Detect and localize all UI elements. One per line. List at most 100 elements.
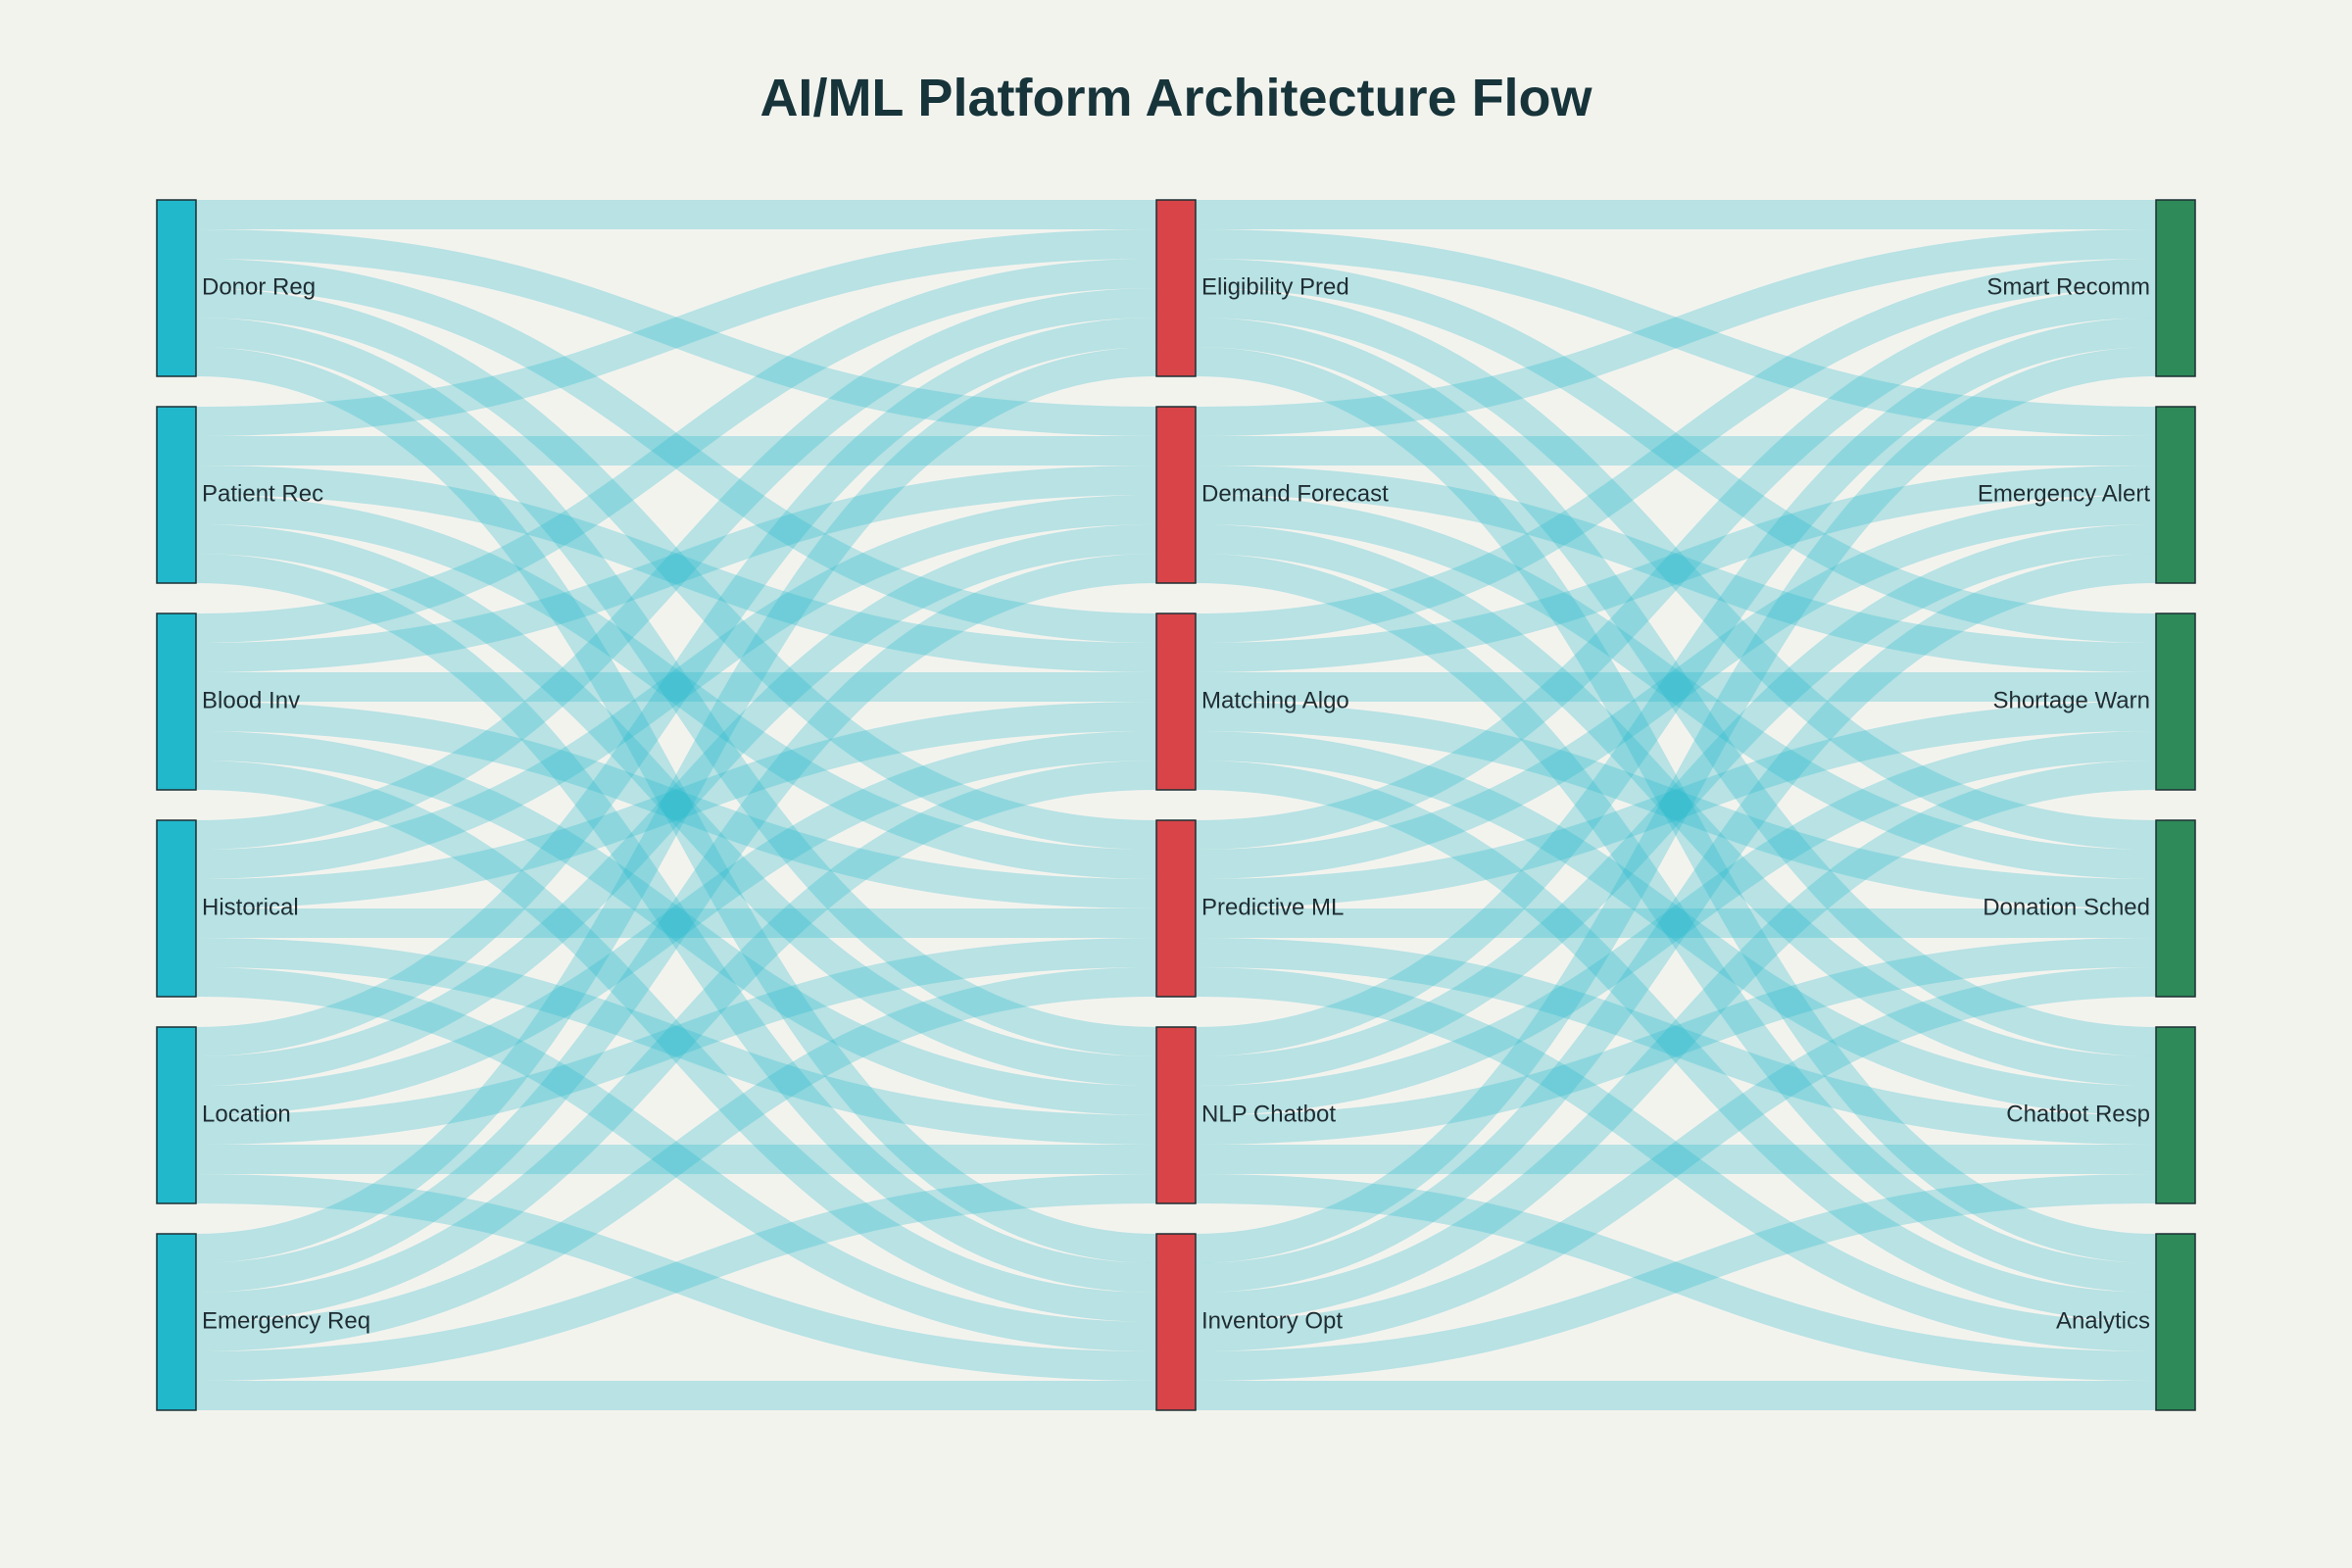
node-label-analytics: Analytics [2056, 1307, 2150, 1334]
link-donor-reg-to-matching-algo [195, 259, 1157, 643]
node-eligibility-pred [1155, 199, 1197, 377]
link-matching-algo-to-smart-recomm [1195, 259, 2157, 643]
link-historical-to-matching-algo [195, 702, 1157, 908]
node-emergency-alert [2155, 406, 2196, 584]
node-predictive-ml [1155, 819, 1197, 998]
node-blood-inv [156, 612, 197, 791]
link-blood-inv-to-inventory-opt [195, 760, 1157, 1322]
link-matching-algo-to-analytics [1195, 760, 2157, 1322]
link-inventory-opt-to-shortage-warn [1195, 760, 2157, 1322]
node-chatbot-resp [2155, 1026, 2196, 1204]
link-historical-to-demand-forecast [195, 495, 1157, 879]
link-matching-algo-to-donation-sched [1195, 702, 2157, 908]
link-nlp-chatbot-to-shortage-warn [1195, 731, 2157, 1115]
node-label-location: Location [202, 1101, 291, 1127]
node-inventory-opt [1155, 1233, 1197, 1411]
node-patient-rec [156, 406, 197, 584]
node-label-emergency-req: Emergency Req [202, 1307, 370, 1334]
nodes-layer [156, 199, 2196, 1411]
link-predictive-ml-to-chatbot-resp [1195, 938, 2157, 1145]
node-label-shortage-warn: Shortage Warn [1992, 687, 2150, 713]
node-location [156, 1026, 197, 1204]
node-label-matching-algo: Matching Algo [1201, 687, 1349, 713]
node-label-historical: Historical [202, 894, 299, 920]
link-donor-reg-to-nlp-chatbot [195, 318, 1157, 1056]
link-patient-rec-to-nlp-chatbot [195, 524, 1157, 1086]
links-layer [195, 199, 2157, 1410]
node-analytics [2155, 1233, 2196, 1411]
link-matching-algo-to-emergency-alert [1195, 466, 2157, 672]
link-blood-inv-to-nlp-chatbot [195, 731, 1157, 1115]
link-patient-rec-to-inventory-opt [195, 554, 1157, 1293]
link-inventory-opt-to-smart-recomm [1195, 347, 2157, 1263]
link-nlp-chatbot-to-donation-sched [1195, 938, 2157, 1145]
link-emergency-req-to-predictive-ml [195, 967, 1157, 1351]
link-eligibility-pred-to-chatbot-resp [1195, 318, 2157, 1056]
link-location-to-predictive-ml [195, 938, 1157, 1145]
link-emergency-req-to-nlp-chatbot [195, 1174, 1157, 1381]
link-patient-rec-to-predictive-ml [195, 495, 1157, 879]
link-eligibility-pred-to-donation-sched [1195, 288, 2157, 850]
link-blood-inv-to-predictive-ml [195, 702, 1157, 908]
link-blood-inv-to-demand-forecast [195, 466, 1157, 672]
node-historical [156, 819, 197, 998]
node-nlp-chatbot [1155, 1026, 1197, 1204]
link-eligibility-pred-to-emergency-alert [1195, 229, 2157, 436]
node-label-chatbot-resp: Chatbot Resp [2006, 1101, 2150, 1127]
link-nlp-chatbot-to-analytics [1195, 1174, 2157, 1381]
link-historical-to-eligibility-pred [195, 288, 1157, 850]
node-demand-forecast [1155, 406, 1197, 584]
link-matching-algo-to-chatbot-resp [1195, 731, 2157, 1115]
link-blood-inv-to-eligibility-pred [195, 259, 1157, 643]
link-inventory-opt-to-emergency-alert [1195, 554, 2157, 1293]
node-label-eligibility-pred: Eligibility Pred [1201, 273, 1349, 300]
node-label-patient-rec: Patient Rec [202, 480, 323, 507]
link-eligibility-pred-to-analytics [1195, 347, 2157, 1263]
node-label-inventory-opt: Inventory Opt [1201, 1307, 1343, 1334]
link-predictive-ml-to-analytics [1195, 967, 2157, 1351]
node-label-donation-sched: Donation Sched [1983, 894, 2150, 920]
link-location-to-matching-algo [195, 731, 1157, 1115]
link-patient-rec-to-eligibility-pred [195, 229, 1157, 436]
link-inventory-opt-to-chatbot-resp [1195, 1174, 2157, 1381]
link-predictive-ml-to-emergency-alert [1195, 495, 2157, 879]
link-patient-rec-to-matching-algo [195, 466, 1157, 672]
node-label-donor-reg: Donor Reg [202, 273, 316, 300]
link-location-to-inventory-opt [195, 1174, 1157, 1381]
node-matching-algo [1155, 612, 1197, 791]
link-location-to-demand-forecast [195, 524, 1157, 1086]
link-nlp-chatbot-to-smart-recomm [1195, 318, 2157, 1056]
link-demand-forecast-to-chatbot-resp [1195, 524, 2157, 1086]
node-donor-reg [156, 199, 197, 377]
diagram-title: AI/ML Platform Architecture Flow [760, 69, 1592, 127]
link-inventory-opt-to-donation-sched [1195, 967, 2157, 1351]
link-eligibility-pred-to-shortage-warn [1195, 259, 2157, 643]
link-emergency-req-to-eligibility-pred [195, 347, 1157, 1263]
link-predictive-ml-to-smart-recomm [1195, 288, 2157, 850]
node-label-predictive-ml: Predictive ML [1201, 894, 1344, 920]
link-historical-to-inventory-opt [195, 967, 1157, 1351]
link-emergency-req-to-demand-forecast [195, 554, 1157, 1293]
link-donor-reg-to-inventory-opt [195, 347, 1157, 1263]
link-nlp-chatbot-to-emergency-alert [1195, 524, 2157, 1086]
link-historical-to-nlp-chatbot [195, 938, 1157, 1145]
link-location-to-eligibility-pred [195, 318, 1157, 1056]
node-label-smart-recomm: Smart Recomm [1986, 273, 2150, 300]
link-emergency-req-to-matching-algo [195, 760, 1157, 1322]
node-smart-recomm [2155, 199, 2196, 377]
node-label-emergency-alert: Emergency Alert [1978, 480, 2150, 507]
link-donor-reg-to-demand-forecast [195, 229, 1157, 436]
link-demand-forecast-to-shortage-warn [1195, 466, 2157, 672]
node-label-demand-forecast: Demand Forecast [1201, 480, 1389, 507]
node-donation-sched [2155, 819, 2196, 998]
node-label-blood-inv: Blood Inv [202, 687, 300, 713]
node-shortage-warn [2155, 612, 2196, 791]
link-predictive-ml-to-shortage-warn [1195, 702, 2157, 908]
link-demand-forecast-to-analytics [1195, 554, 2157, 1293]
node-emergency-req [156, 1233, 197, 1411]
link-demand-forecast-to-smart-recomm [1195, 229, 2157, 436]
link-demand-forecast-to-donation-sched [1195, 495, 2157, 879]
link-donor-reg-to-predictive-ml [195, 288, 1157, 850]
